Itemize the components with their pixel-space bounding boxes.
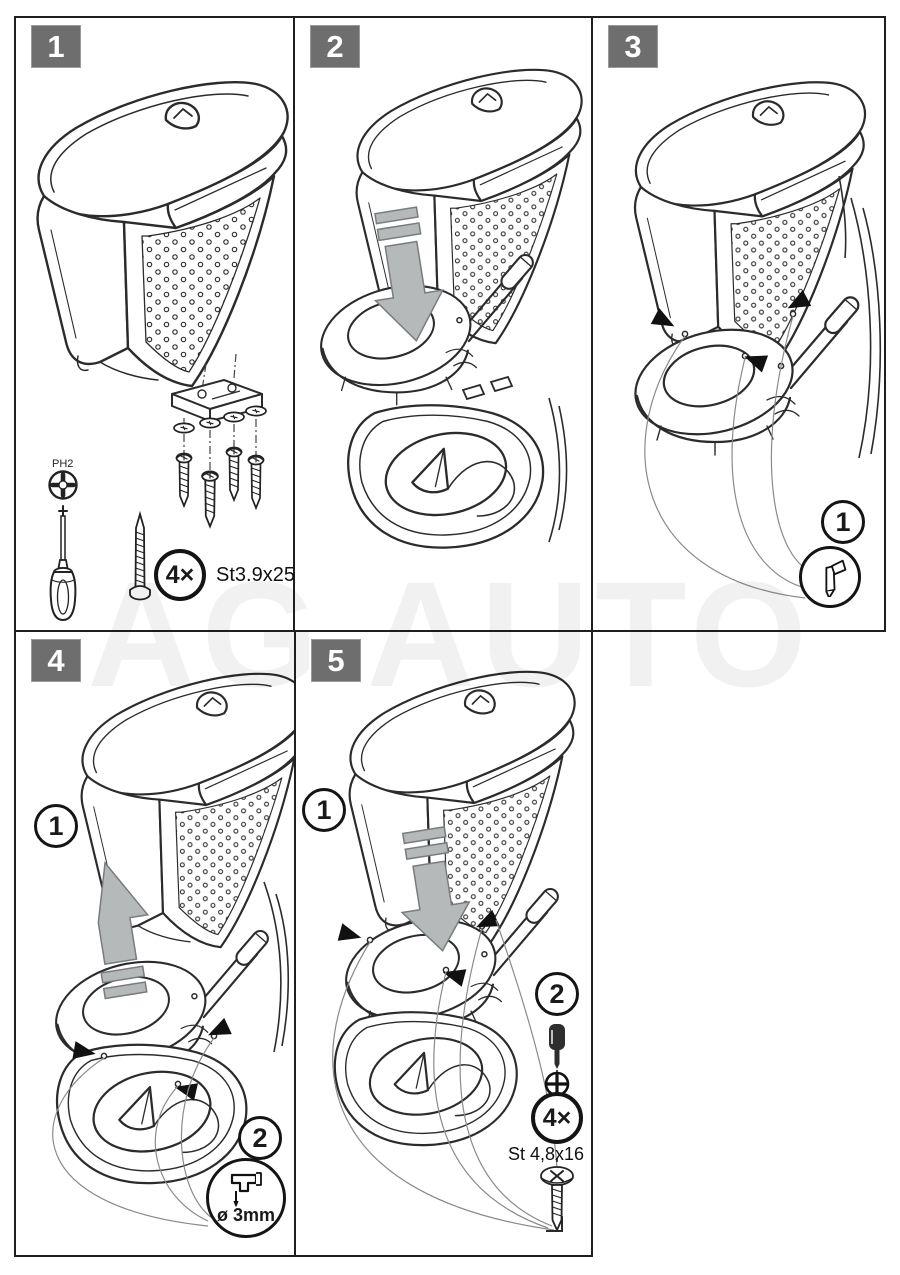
callout-arrow-icons <box>650 290 812 373</box>
step-number-badge: 1 <box>31 25 81 68</box>
storage-bin-illustration <box>333 1011 518 1147</box>
step-4-illustration <box>44 672 294 1227</box>
screw-icon <box>201 470 219 528</box>
washer-icon <box>173 422 195 434</box>
step-number-badge: 2 <box>310 25 360 68</box>
phillips-bit-icon <box>48 470 78 500</box>
screw-spec-label: St 4,8x16 <box>508 1144 585 1164</box>
console-trim-lines <box>838 175 882 459</box>
pull-up-arrow-icon <box>97 861 150 1000</box>
washer-icon <box>223 411 245 423</box>
drill-icon <box>230 1171 262 1207</box>
step-3-illustration <box>623 81 882 599</box>
screw-spec-label: St3.9x25 <box>216 564 295 586</box>
washer-icon <box>199 417 221 429</box>
sequence-callout-badge: 1 <box>34 804 78 848</box>
step-number-badge: 4 <box>31 639 81 682</box>
step-panel-3: 3 1 <box>591 16 886 632</box>
screw-hole-marks <box>100 1032 218 1088</box>
push-down-arrow-icon <box>373 206 445 343</box>
step-panel-4: 4 1 2 ø 3mm <box>14 630 296 1257</box>
marker-pen-icon <box>825 559 847 597</box>
push-down-arrow-icon <box>400 826 471 952</box>
drill-callout-circle: ø 3mm <box>206 1158 286 1238</box>
step-panel-5: 5 1 2 4× St 4,8x16 <box>294 630 593 1257</box>
screwdriver-icon <box>549 1024 565 1069</box>
step-2-illustration <box>309 68 583 549</box>
step-5-illustration <box>332 670 576 1233</box>
screw-icon <box>129 510 151 601</box>
detail-callout-badge: 2 <box>535 972 579 1016</box>
washer-icon <box>245 405 267 417</box>
screw-hole-marks <box>681 310 797 360</box>
screw-icon <box>540 1166 574 1233</box>
quantity-badge: 4× <box>154 549 206 601</box>
screw-icon <box>247 454 265 509</box>
callout-arrow-icons <box>337 909 500 987</box>
screw-icon <box>175 452 193 507</box>
drill-diameter-label: ø 3mm <box>216 1204 276 1225</box>
armrest-illustration <box>36 81 289 388</box>
step-number-badge: 3 <box>608 25 658 68</box>
storage-bin-illustration <box>347 404 545 549</box>
bin-side-flap <box>548 397 568 543</box>
callout-leader-curves <box>52 1037 215 1227</box>
step-number-badge: 5 <box>311 639 361 682</box>
callout-step-badge: 1 <box>821 500 865 544</box>
quantity-badge: 4× <box>531 1092 583 1144</box>
step-panel-2: 2 <box>293 16 593 632</box>
step-panel-1: 1 PH2 4× St3.9x25 <box>14 16 295 632</box>
step-1-illustration <box>36 81 289 622</box>
storage-bin-illustration <box>55 1043 248 1185</box>
marker-callout-circle <box>799 546 861 608</box>
sequence-callout-badge: 1 <box>302 788 346 832</box>
screwdriver-icon <box>49 505 77 622</box>
callout-arrow-icons <box>72 1017 232 1101</box>
bin-latch-tabs <box>461 375 514 401</box>
detail-callout-badge: 2 <box>238 1116 282 1160</box>
screwdriver-size-label: PH2 <box>52 458 74 470</box>
console-trim-lines <box>263 881 290 1053</box>
screw-icon <box>225 446 243 501</box>
